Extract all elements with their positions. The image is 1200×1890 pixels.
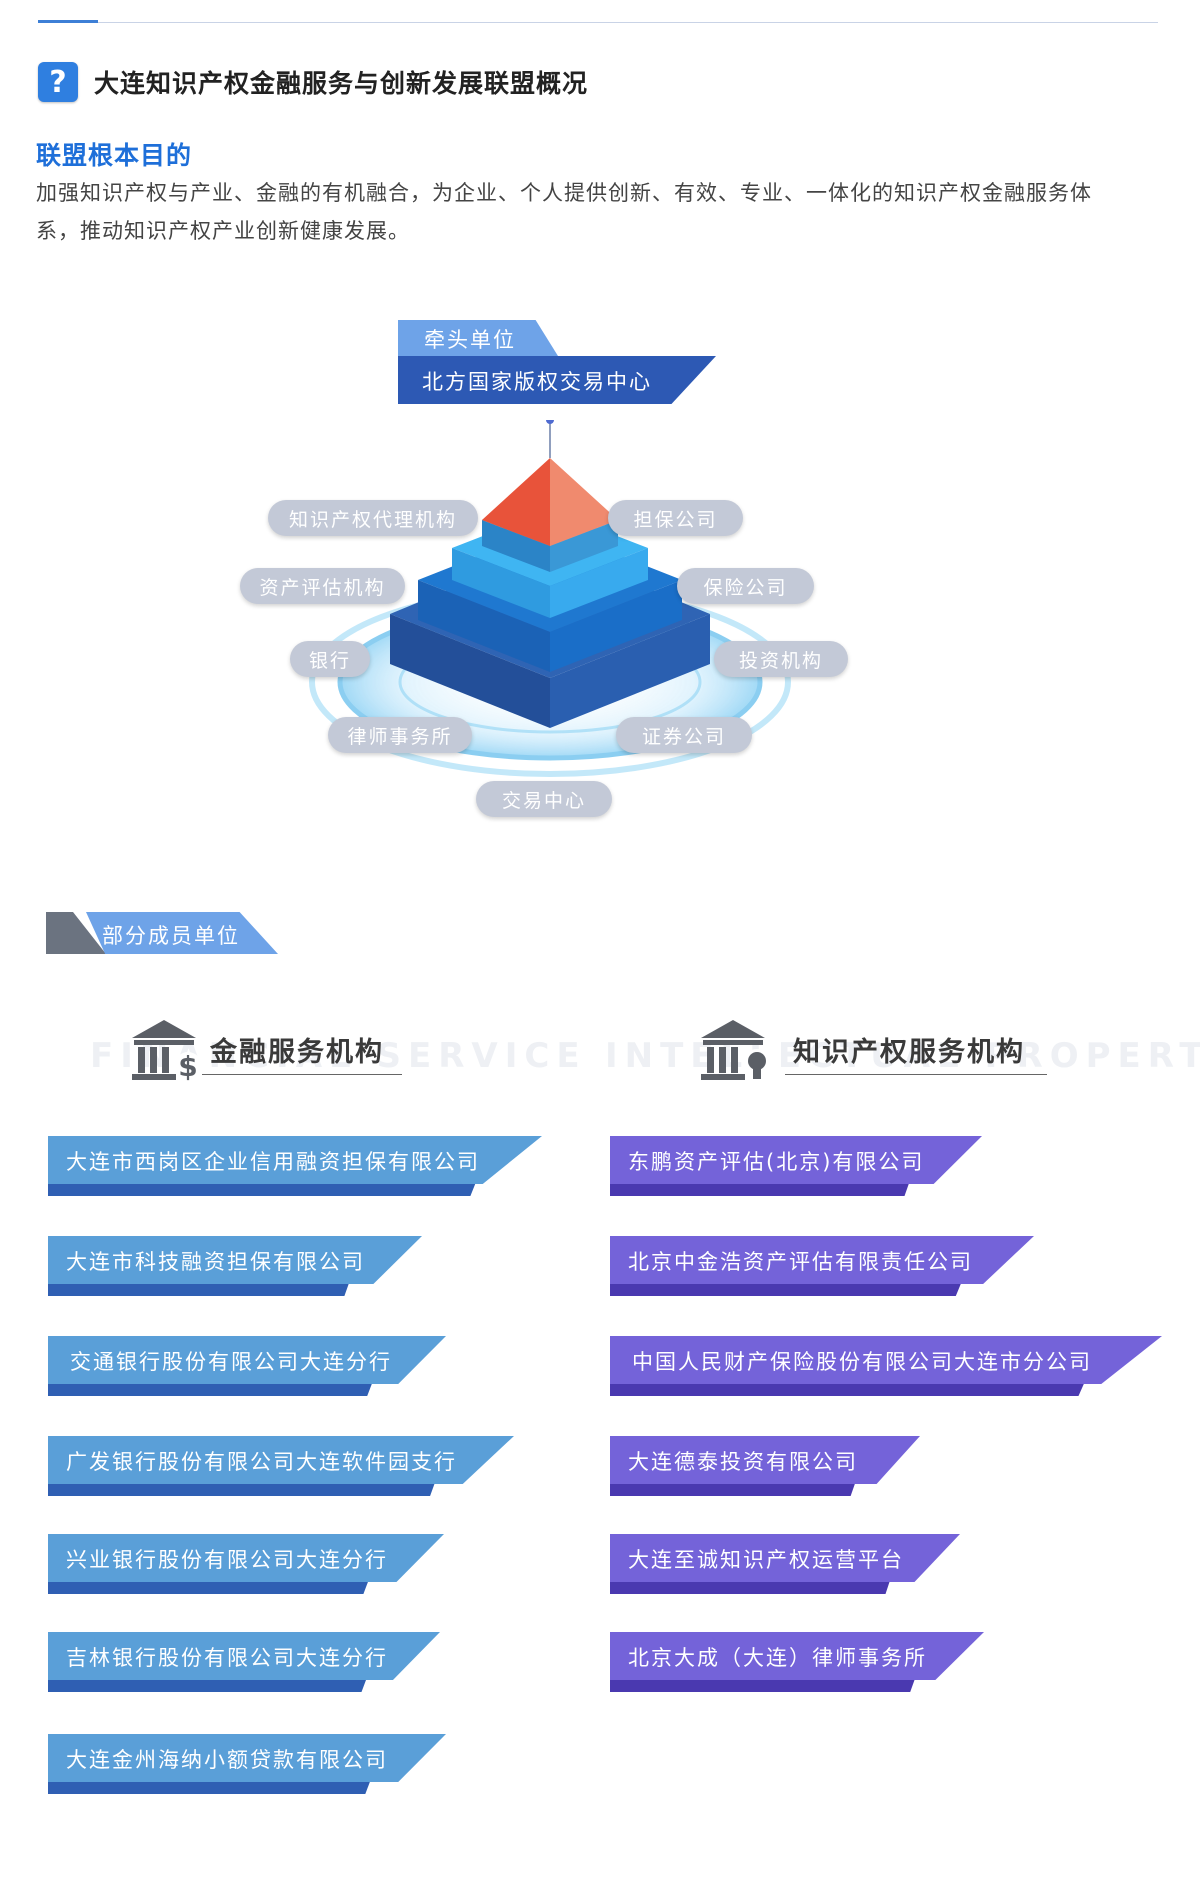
finance-member-name: 交通银行股份有限公司大连分行: [70, 1350, 392, 1374]
pill-exchange: 交易中心: [476, 781, 612, 817]
top-divider: [38, 22, 1158, 23]
members-tag-label: 部分成员单位: [102, 924, 240, 948]
pyramid-graphic: [309, 416, 791, 777]
section-header: ? 大连知识产权金融服务与创新发展联盟概况: [38, 62, 588, 102]
finance-member-name: 广发银行股份有限公司大连软件园支行: [66, 1450, 457, 1474]
ip-member-name: 北京大成（大连）律师事务所: [628, 1646, 927, 1670]
finance-member-name: 大连市西岗区企业信用融资担保有限公司: [66, 1150, 480, 1174]
ip-label: 知识产权服务机构: [793, 1037, 1025, 1068]
question-icon: ?: [38, 62, 78, 102]
pill-asset-evaluation: 资产评估机构: [240, 568, 405, 604]
lead-tag: 牵头单位: [398, 320, 558, 356]
ip-member-name: 东鹏资产评估(北京)有限公司: [628, 1150, 925, 1174]
pill-securities: 证券公司: [616, 717, 752, 753]
finance-member-name: 大连市科技融资担保有限公司: [66, 1250, 365, 1274]
ip-member-name: 大连至诚知识产权运营平台: [628, 1548, 904, 1572]
purpose-heading: 联盟根本目的: [36, 141, 193, 170]
ip-category-header: INTELLECTUAL PROPERTY 知识产权服务机构: [605, 1016, 1200, 1086]
pill-law-firm: 律师事务所: [328, 717, 472, 753]
pill-guarantee: 担保公司: [608, 500, 743, 536]
top-divider-accent: [38, 20, 98, 23]
bank-dollar-icon: $: [132, 1020, 202, 1083]
pill-ip-agency: 知识产权代理机构: [268, 500, 478, 536]
ip-member-name: 大连德泰投资有限公司: [628, 1450, 858, 1474]
pill-insurance: 保险公司: [677, 568, 814, 604]
svg-text:$: $: [178, 1050, 197, 1083]
finance-member-name: 吉林银行股份有限公司大连分行: [66, 1646, 388, 1670]
finance-label: 金融服务机构: [210, 1037, 384, 1068]
pill-bank: 银行: [290, 641, 370, 677]
purpose-body: 加强知识产权与产业、金融的有机融合，为企业、个人提供创新、有效、专业、一体化的知…: [36, 181, 1092, 243]
ip-member-name: 北京中金浩资产评估有限责任公司: [628, 1250, 973, 1274]
bank-bulb-icon: [701, 1020, 772, 1080]
lead-unit-name: 北方国家版权交易中心: [422, 370, 652, 394]
section-title: 大连知识产权金融服务与创新发展联盟概况: [94, 69, 589, 98]
pill-investment: 投资机构: [714, 641, 848, 677]
finance-category-header: FINANCIAL SERVICE $ 金融服务机构: [90, 1016, 580, 1086]
members-tag: 部分成员单位: [46, 912, 278, 954]
lead-tag-label: 牵头单位: [424, 328, 516, 352]
ip-member-name: 中国人民财产保险股份有限公司大连市分公司: [632, 1350, 1092, 1374]
finance-member-name: 大连金州海纳小额贷款有限公司: [66, 1748, 388, 1772]
finance-member-name: 兴业银行股份有限公司大连分行: [66, 1548, 388, 1572]
pyramid-diagram: [230, 416, 870, 840]
lead-unit-bar: 北方国家版权交易中心: [398, 356, 716, 404]
